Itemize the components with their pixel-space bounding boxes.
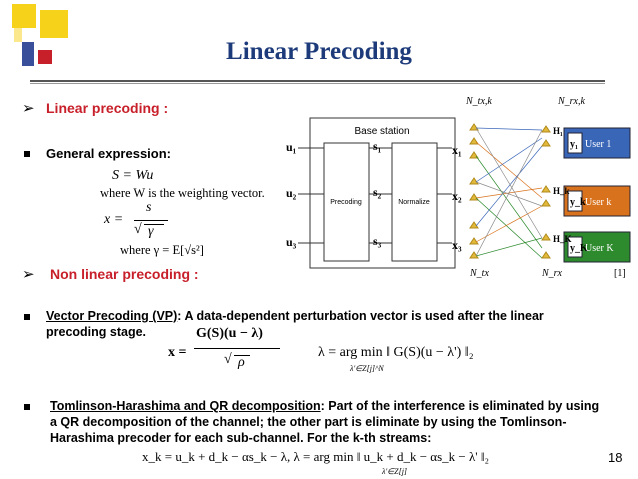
square-bullet-icon-3 [24,404,30,410]
th-text: : Part of the interference is eliminated… [50,399,600,445]
system-diagram: Base station Precoding Normalize u₁ u₂ u… [286,96,631,278]
tx-antennas [469,123,479,259]
signal-labels: u₁ u₂ u₃ s₁ s₂ s₃ x₁ x₂ x₃ [286,139,462,252]
yk-box [567,190,583,212]
th-term: Tomlinson-Harashima and QR decomposition [50,399,321,413]
vp-text: : A data-dependent perturbation vector i… [46,309,544,339]
x3-label: x₃ [452,238,462,252]
yk-label: y_k [570,197,586,208]
normalize-box [391,142,438,262]
s2-label: s₂ [373,185,382,199]
nrx-bottom-label: N_rx [541,268,563,278]
square-bullet-icon [24,151,30,157]
userK-label: User K [585,243,614,254]
ntx-top-label: N_tx,k [465,96,492,107]
yK-box [567,236,583,258]
precoding-box [323,142,370,262]
formula-x-lhs: x = [104,212,124,227]
signal-arrows [298,147,452,244]
hK-label: H_K [553,234,572,244]
citation-label: [1] [614,268,626,278]
vp-x-numerator: G(S)(u − λ) [196,326,263,341]
where-w-note: where W is the weighting vector. [100,186,265,200]
vp-x-lhs: x = [168,345,187,360]
title-rule-thin [30,83,605,84]
rx-antennas [541,125,551,259]
vp-lambda-sub: λ'∈Z[j]^N [350,364,384,373]
vp-sqrt-icon: √ [224,352,232,367]
x2-label: x₂ [452,189,462,203]
h1-label: H₁ [553,126,563,136]
u2-label: u₂ [286,186,297,200]
corner-square-yellow-2 [40,10,68,38]
u3-label: u₃ [286,235,297,249]
vp-fraction-bar [194,348,280,349]
arrow-bullet-icon-2: ➢ [22,266,35,283]
userk-label: User k [585,197,611,208]
corner-square-blue [22,42,34,66]
channel-lines [475,127,543,259]
arrow-bullet-icon: ➢ [22,100,35,117]
vp-x-denominator: ρ [238,355,245,370]
page-number: 18 [608,450,623,465]
yK-label: y_K [570,243,588,254]
user1-label: User 1 [585,139,611,150]
normalize-label: Normalize [398,199,430,206]
hk-label: H_k [553,186,570,196]
y1-label: y₁ [570,139,578,150]
fraction-bar [134,220,168,221]
linear-precoding-heading: Linear precoding : [46,100,169,116]
precoding-label: Precoding [330,199,362,206]
formula-x-denominator: γ [148,224,154,239]
where-gamma-note: where γ = E[√s²] [120,243,204,257]
formula-s-wu: S = Wu [112,168,154,183]
corner-square-yellow-3 [14,28,22,42]
formula-x-numerator: s [146,200,152,215]
sqrt-icon: √ [134,222,142,237]
general-expression-heading: General expression: [46,146,171,161]
s3-label: s₃ [373,234,382,248]
square-bullet-icon-2 [24,314,30,320]
vp-lambda-eq: λ = arg min ‖ G(S)(u − λ') ‖₂ [318,345,474,360]
th-formula: x_k = u_k + d_k − αs_k − λ, λ = arg min … [142,449,490,464]
ntx-bottom-label: N_tx [469,268,489,278]
vp-sqrt-bar [234,355,250,356]
corner-square-yellow-1 [12,4,36,28]
title-rule [30,80,605,82]
y1-box [567,132,583,154]
nrx-top-label: N_rx,k [557,96,586,107]
sqrt-bar [144,224,164,225]
th-paragraph: Tomlinson-Harashima and QR decomposition… [50,398,606,446]
u1-label: u₁ [286,140,297,154]
base-station-label: Base station [354,126,409,137]
th-formula-sub: λ'∈Z[j] [382,467,408,476]
x1-label: x₁ [452,143,462,157]
s1-label: s₁ [373,139,382,153]
vp-paragraph: Vector Precoding (VP): A data-dependent … [46,308,586,340]
corner-square-red [38,50,52,64]
vp-term: Vector Precoding (VP) [46,309,178,323]
slide-title: Linear Precoding [226,38,412,65]
nonlinear-precoding-heading: Non linear precoding : [50,266,199,282]
